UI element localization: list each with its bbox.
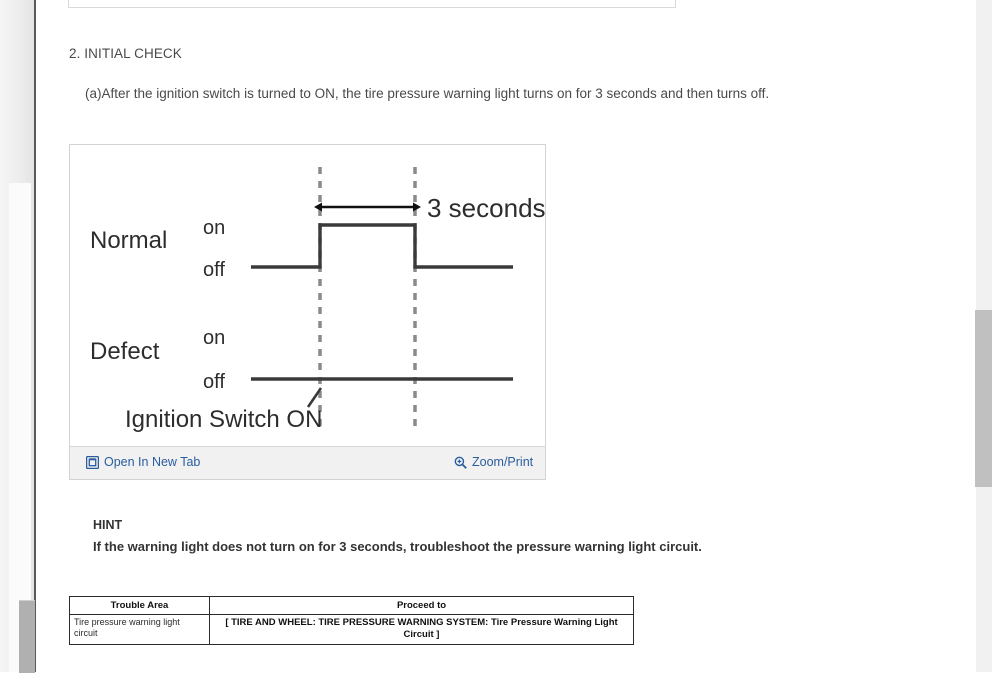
- figure-toolbar: Open In New Tab Zoom/Print: [70, 446, 545, 479]
- section-heading: 2. INITIAL CHECK: [69, 46, 182, 61]
- left-panel-inner-surface: [8, 183, 31, 672]
- page-right-margin: [968, 0, 975, 672]
- cell-trouble-area: Tire pressure warning light circuit: [69, 614, 210, 645]
- open-in-new-tab-icon: [85, 455, 100, 469]
- trouble-area-table: Trouble Area Proceed to Tire pressure wa…: [69, 596, 634, 645]
- ignition-pointer: [306, 387, 323, 408]
- open-in-new-tab-label: Open In New Tab: [104, 455, 201, 469]
- timing-chart-svg: 3 seconds Normal on off Defect on off Ig…: [90, 167, 545, 433]
- ignition-switch-on-label: Ignition Switch ON: [125, 406, 322, 433]
- table-header-trouble-area: Trouble Area: [69, 596, 210, 615]
- defect-off-label: off: [203, 371, 225, 393]
- cell-proceed-to[interactable]: [ TIRE AND WHEEL: TIRE PRESSURE WARNING …: [209, 614, 634, 645]
- duration-label: 3 seconds: [427, 193, 545, 223]
- row-label-normal: Normal: [90, 227, 167, 254]
- document-content-area: 2. INITIAL CHECK (a)After the ignition s…: [38, 0, 968, 672]
- left-panel-scrollbar-thumb[interactable]: [19, 600, 35, 673]
- step-a-paragraph: (a)After the ignition switch is turned t…: [85, 86, 770, 101]
- page-scrollbar-track[interactable]: [975, 0, 992, 672]
- defect-on-label: on: [203, 327, 225, 349]
- open-in-new-tab-button[interactable]: Open In New Tab: [85, 455, 201, 469]
- table-header-row: Trouble Area Proceed to: [69, 596, 634, 615]
- hint-label: HINT: [93, 518, 123, 532]
- zoom-print-button[interactable]: Zoom/Print: [454, 455, 533, 469]
- partial-table-above: [68, 0, 676, 8]
- hint-text: If the warning light does not turn on fo…: [93, 539, 702, 554]
- table-row: Tire pressure warning light circuit [ TI…: [69, 614, 634, 645]
- normal-waveform: [251, 223, 513, 269]
- zoom-print-label: Zoom/Print: [472, 455, 534, 469]
- normal-off-label: off: [203, 259, 225, 281]
- magnifier-plus-icon: [454, 456, 467, 469]
- figure-container: 3 seconds Normal on off Defect on off Ig…: [69, 144, 546, 480]
- normal-on-label: on: [203, 217, 225, 239]
- table-header-proceed-to: Proceed to: [209, 596, 634, 615]
- row-label-defect: Defect: [90, 338, 160, 365]
- timing-chart-image[interactable]: 3 seconds Normal on off Defect on off Ig…: [70, 145, 545, 445]
- left-panel-scrollbar-track[interactable]: [19, 0, 36, 672]
- page-scrollbar-thumb[interactable]: [975, 310, 992, 487]
- left-side-panel: [0, 0, 36, 673]
